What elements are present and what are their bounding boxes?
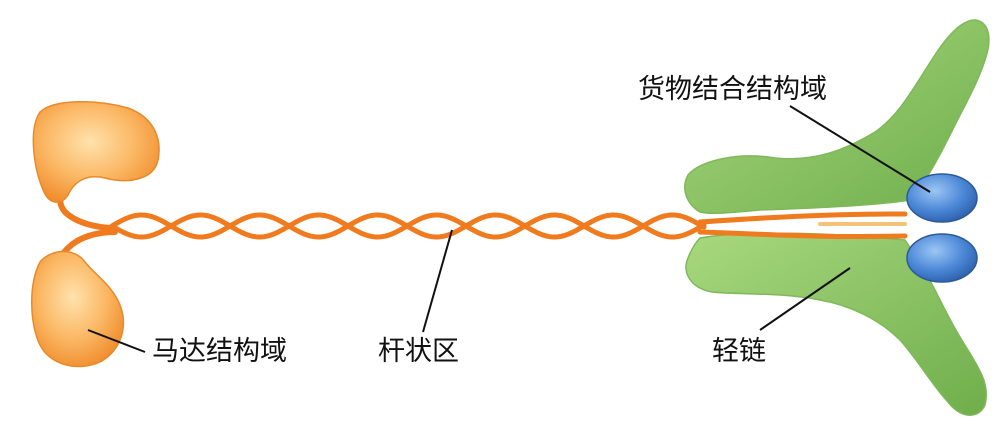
- leader-stalk: [422, 229, 453, 333]
- leader-light-chain: [759, 267, 851, 331]
- leader-cargo: [789, 105, 931, 193]
- label-stalk: 杆状区: [378, 336, 459, 367]
- label-motor-domain: 马达结构域: [152, 336, 287, 367]
- label-cargo-binding-domain: 货物结合结构域: [638, 74, 827, 105]
- stalk-end: [697, 211, 908, 240]
- leader-motor: [87, 329, 146, 353]
- leader-lines: [87, 105, 931, 353]
- label-light-chain: 轻链: [712, 336, 766, 367]
- cargo-binding-domain-shapes: [906, 173, 978, 283]
- motor-head-upper: [32, 101, 160, 203]
- stalk-coil: [109, 212, 707, 240]
- motor-head-lower: [31, 250, 125, 368]
